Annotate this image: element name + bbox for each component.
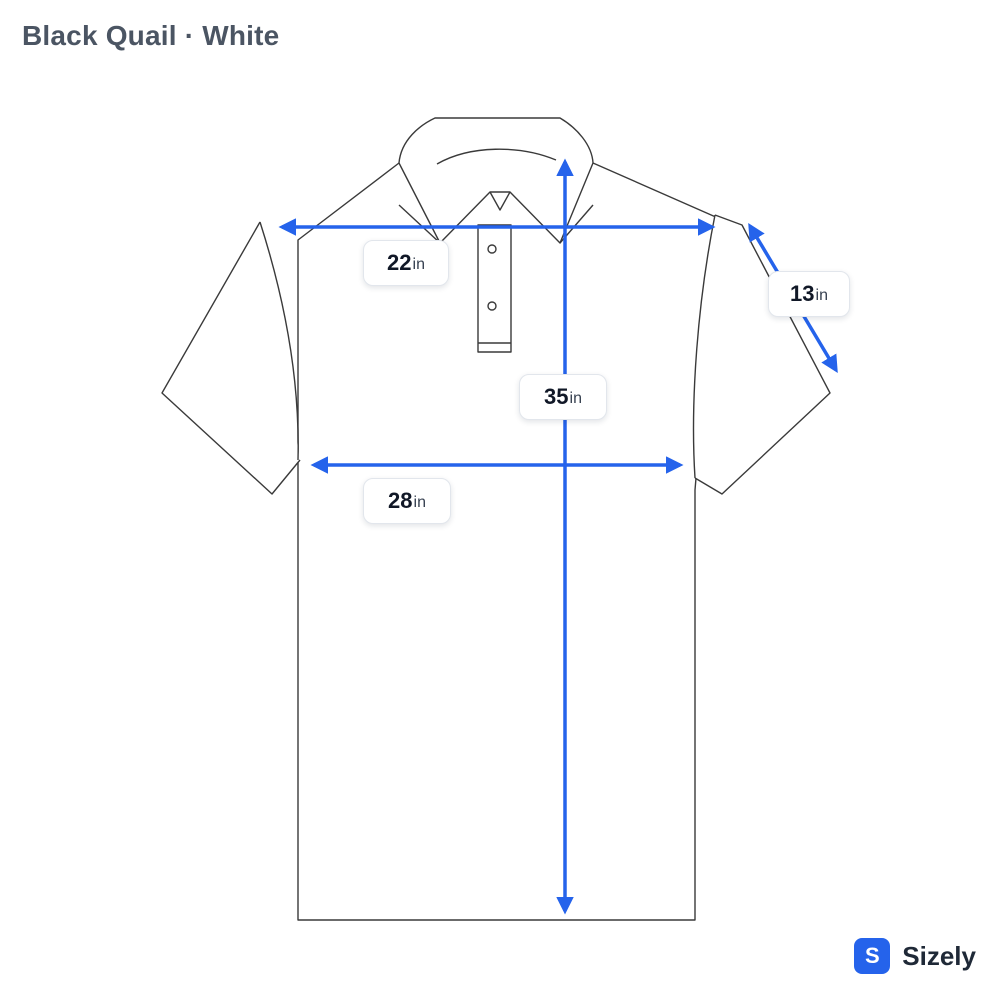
chest-unit: in xyxy=(412,256,425,273)
placket xyxy=(477,224,512,353)
length-unit: in xyxy=(569,390,582,407)
hem-value: 28 xyxy=(388,488,413,513)
brand-logo: S Sizely xyxy=(854,938,976,974)
length-value: 35 xyxy=(544,384,569,409)
hem-unit: in xyxy=(413,494,426,511)
sleeve-unit: in xyxy=(815,287,828,304)
button-bottom xyxy=(487,301,497,311)
chest-value: 22 xyxy=(387,250,412,275)
shirt-outline xyxy=(161,117,831,921)
sleeve-value: 13 xyxy=(790,281,815,306)
button-top xyxy=(487,244,497,254)
left-sleeve xyxy=(161,221,301,495)
collar-inner xyxy=(436,148,557,165)
brand-name: Sizely xyxy=(902,940,976,971)
right-sleeve xyxy=(694,214,831,495)
product-title: Black Quail · White xyxy=(22,20,280,51)
sizely-s-badge-icon: S xyxy=(854,938,891,974)
